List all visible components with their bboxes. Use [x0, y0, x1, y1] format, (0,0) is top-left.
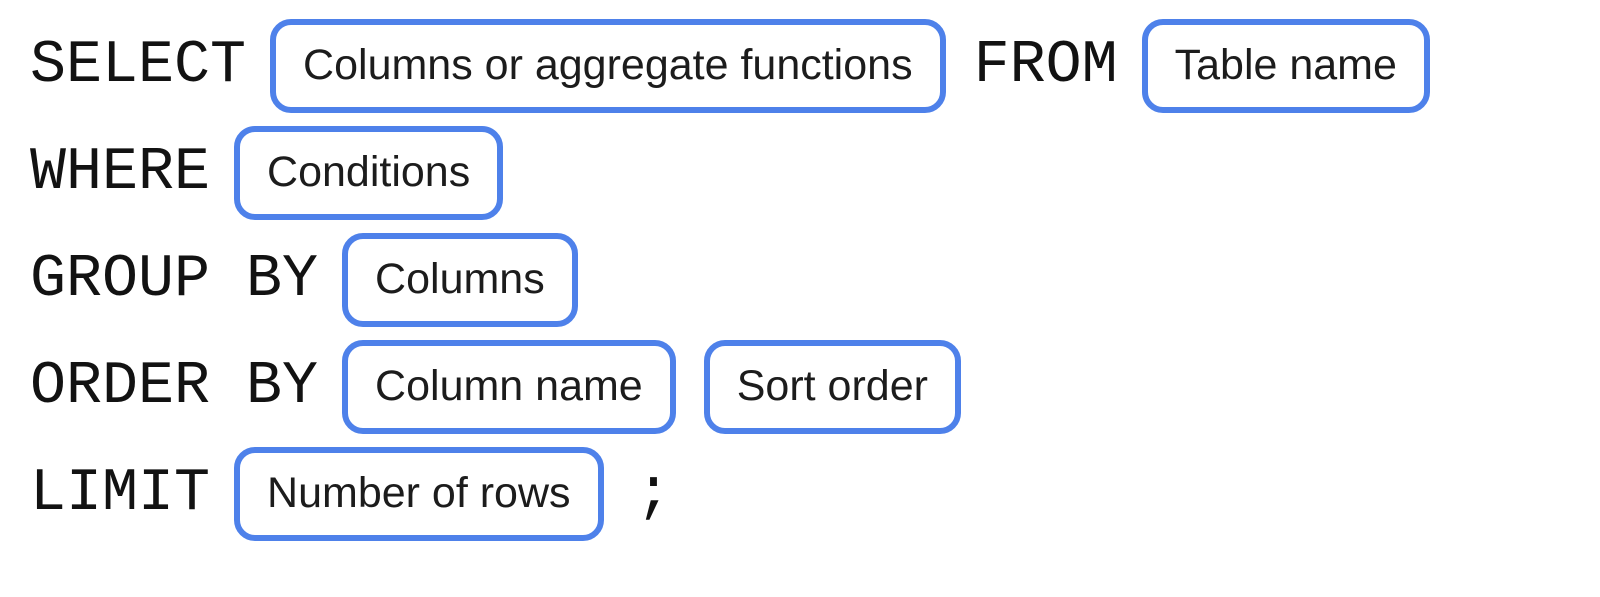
clause-select: SELECT Columns or aggregate functions FR…: [30, 12, 1600, 119]
box-column-name: Column name: [342, 339, 676, 434]
clause-limit: LIMIT Number of rows ;: [30, 440, 1600, 547]
sql-syntax-diagram: SELECT Columns or aggregate functions FR…: [30, 12, 1600, 547]
box-table-name: Table name: [1141, 18, 1430, 113]
keyword-group-by: GROUP BY: [30, 245, 319, 314]
keyword-select: SELECT: [30, 31, 247, 100]
box-number-of-rows: Number of rows: [234, 446, 604, 541]
keyword-order-by: ORDER BY: [30, 352, 319, 421]
box-group-columns: Columns: [342, 232, 578, 327]
box-columns-or-aggregate-functions: Columns or aggregate functions: [270, 18, 946, 113]
box-conditions: Conditions: [234, 125, 504, 220]
keyword-from: FROM: [973, 31, 1118, 100]
clause-where: WHERE Conditions: [30, 119, 1600, 226]
clause-order-by: ORDER BY Column name Sort order: [30, 333, 1600, 440]
keyword-where: WHERE: [30, 138, 211, 207]
box-sort-order: Sort order: [703, 339, 961, 434]
clause-group-by: GROUP BY Columns: [30, 226, 1600, 333]
keyword-limit: LIMIT: [30, 459, 211, 528]
semicolon-terminator: ;: [635, 459, 672, 528]
